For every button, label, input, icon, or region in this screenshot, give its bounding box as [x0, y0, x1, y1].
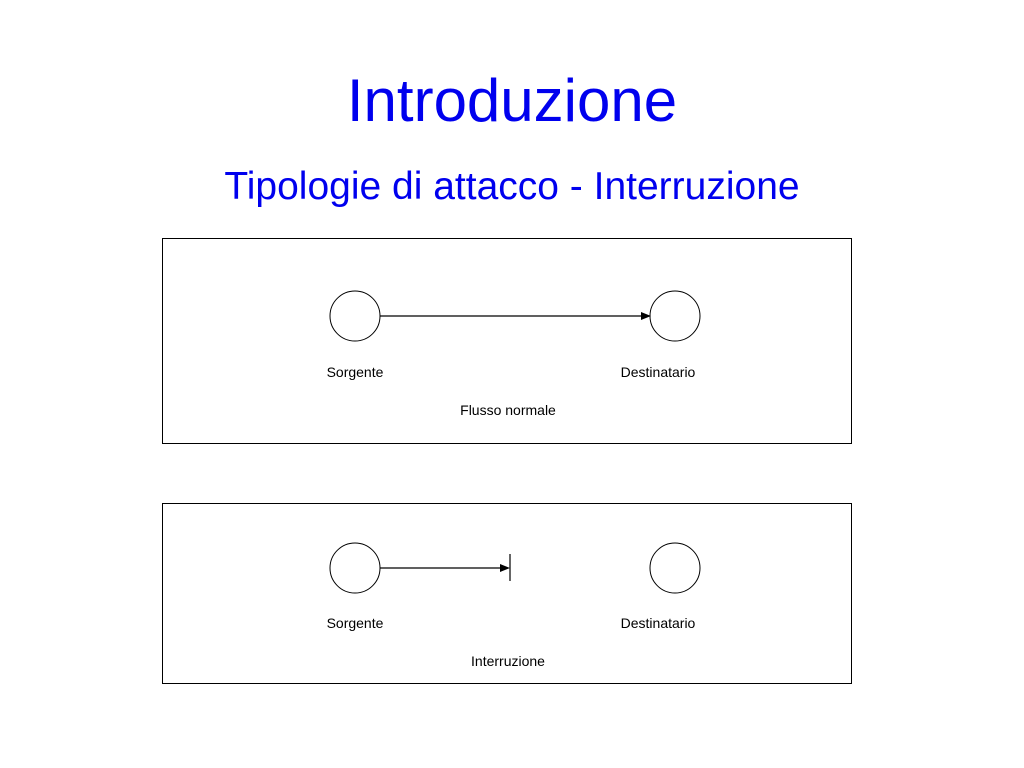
source-label: Sorgente	[326, 364, 384, 380]
destination-node	[649, 290, 701, 342]
source-label: Sorgente	[326, 615, 384, 631]
source-node	[329, 290, 381, 342]
interruption-diagram: Sorgente Destinatario Interruzione	[162, 503, 852, 684]
diagram-caption: Interruzione	[471, 653, 545, 669]
destination-label: Destinatario	[620, 615, 696, 631]
destination-label: Destinatario	[620, 364, 696, 380]
source-node	[329, 542, 381, 594]
destination-node	[649, 542, 701, 594]
diagram-caption: Flusso normale	[460, 402, 556, 418]
slide-title: Introduzione	[346, 67, 678, 134]
interruption-canvas	[329, 542, 701, 594]
flow-arrowhead	[641, 312, 651, 320]
flow-arrowhead	[500, 564, 510, 572]
slide-subtitle: Tipologie di attacco - Interruzione	[224, 165, 800, 208]
normal-flow-canvas	[329, 290, 701, 342]
normal-flow-diagram: Sorgente Destinatario Flusso normale	[162, 238, 852, 444]
